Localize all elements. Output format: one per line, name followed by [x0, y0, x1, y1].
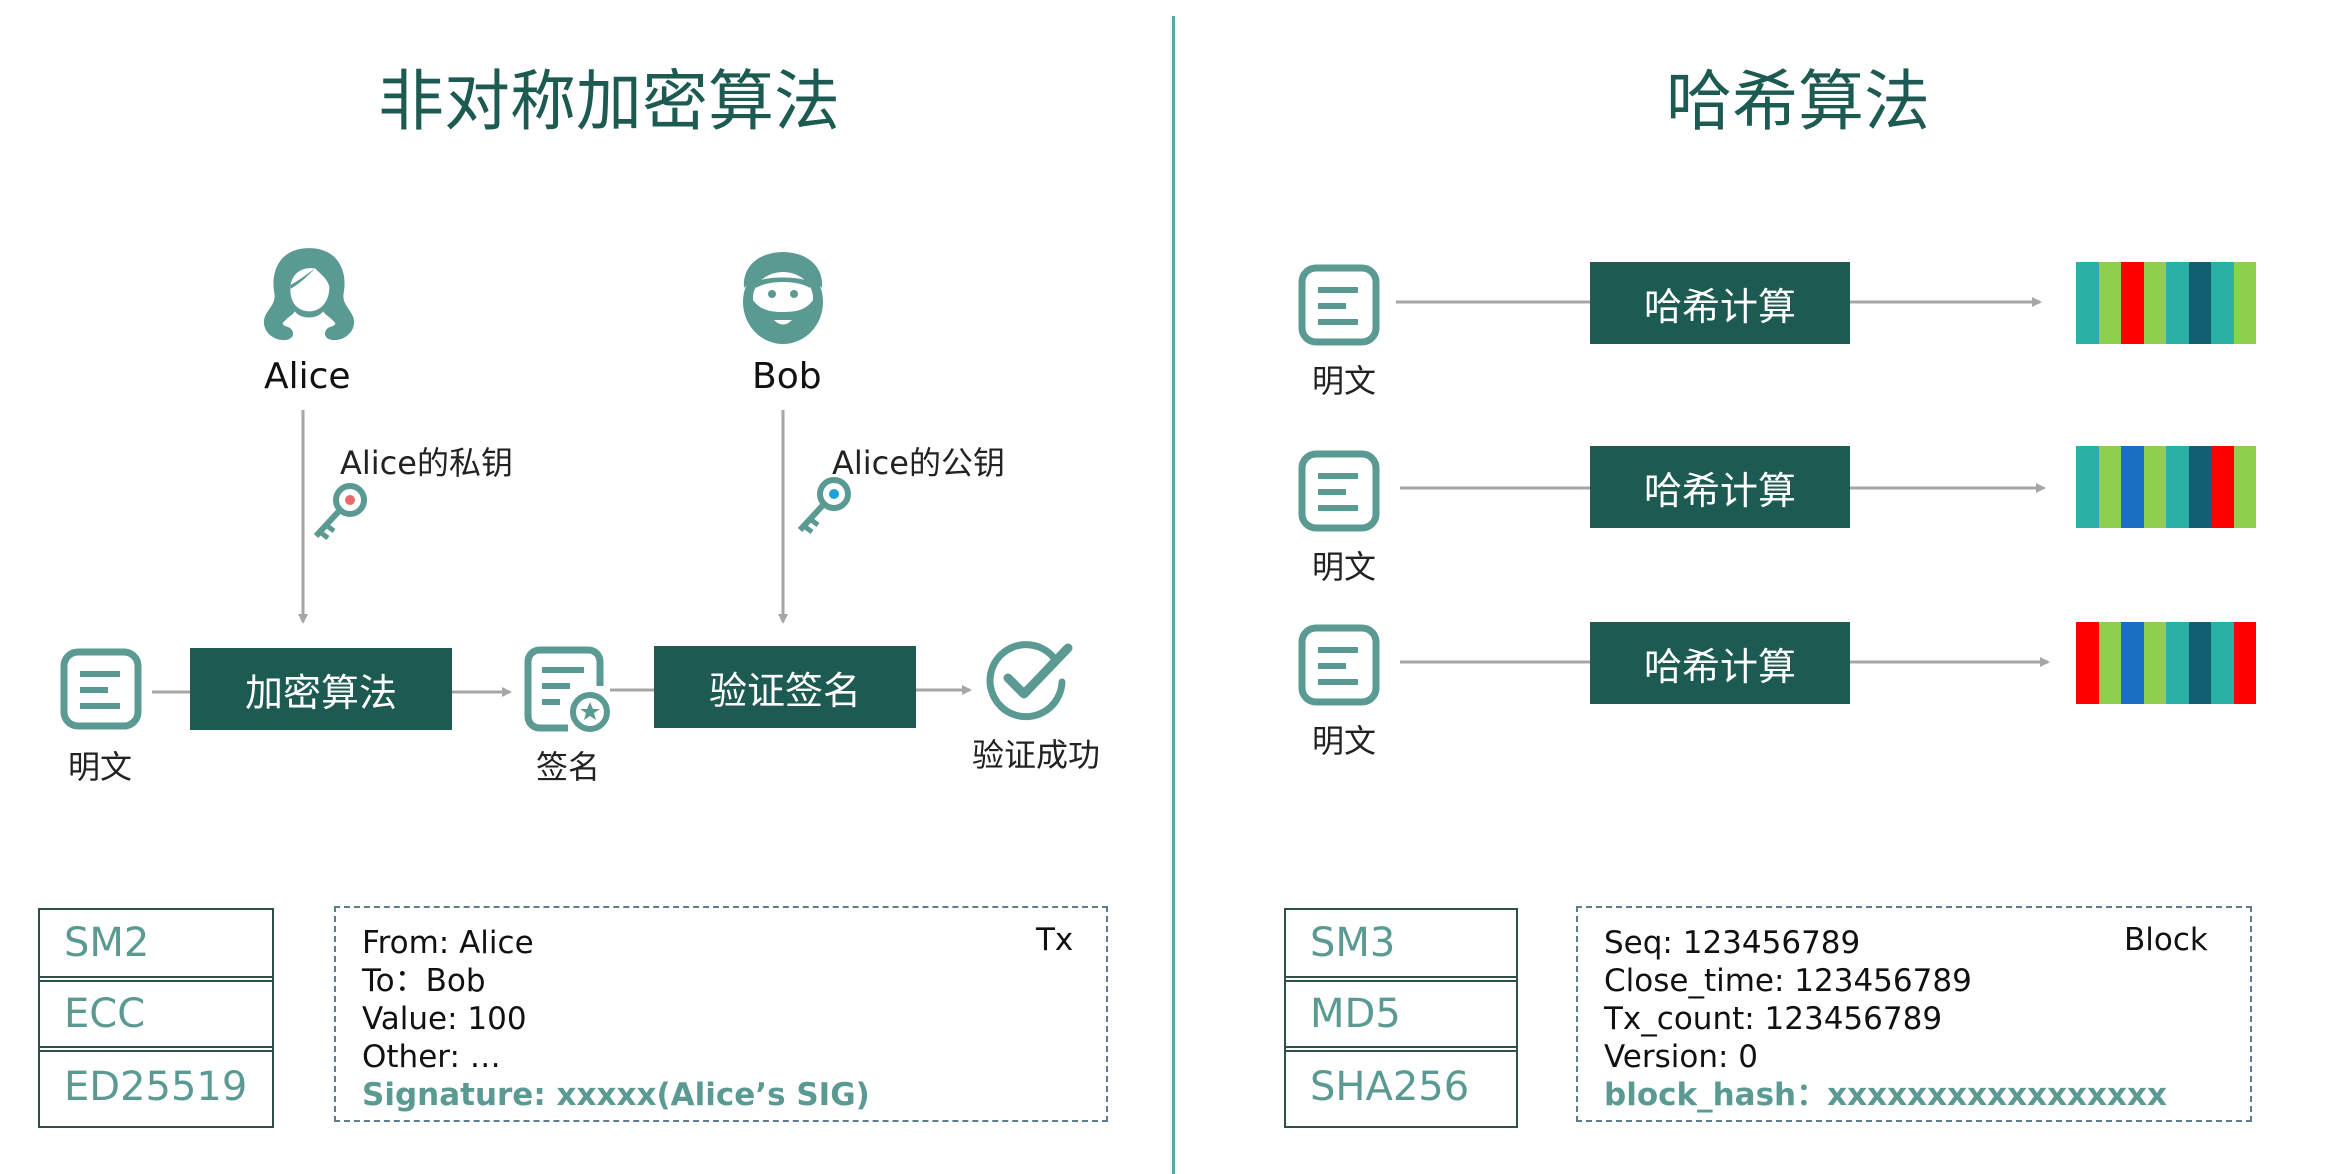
- hash-row3-digest-bar: [2076, 622, 2256, 704]
- hash-digest-stripe: [2166, 622, 2189, 704]
- signature-document-icon: [524, 646, 610, 732]
- hash-digest-stripe: [2211, 446, 2234, 528]
- hash-digest-stripe: [2143, 446, 2166, 528]
- hash-digest-stripe: [2121, 622, 2144, 704]
- block-tag: Block: [2124, 922, 2208, 958]
- hash-digest-stripe: [2121, 262, 2144, 344]
- signature-label: 签名: [536, 748, 601, 786]
- center-divider: [1172, 16, 1175, 1174]
- hash-title: 哈希算法: [1666, 63, 1930, 140]
- hash-digest-stripe: [2188, 446, 2211, 528]
- alice-name: Alice: [264, 356, 351, 397]
- verify-signature-box: 验证签名: [654, 646, 916, 728]
- hash-digest-stripe: [2076, 262, 2099, 344]
- hash-row1-compute-box: 哈希计算: [1590, 262, 1850, 344]
- bob-name: Bob: [752, 356, 822, 397]
- tx-tag: Tx: [1036, 922, 1074, 958]
- hash-row2-plaintext-label: 明文: [1312, 548, 1377, 586]
- bob-avatar-icon: [743, 252, 823, 344]
- public-key-label: Alice的公钥: [832, 444, 1005, 482]
- hash-row1-digest-bar: [2076, 262, 2256, 344]
- hash-row2-compute-box: 哈希计算: [1590, 446, 1850, 528]
- hash-digest-stripe: [2233, 622, 2256, 704]
- block-record-box: Block Seq: 123456789 Close_time: 1234567…: [1576, 906, 2252, 1122]
- tx-line-value: Value: 100: [362, 1001, 527, 1037]
- algorithm-sha256: SHA256: [1310, 1064, 1470, 1110]
- verify-success-label: 验证成功: [972, 736, 1101, 774]
- hash-digest-stripe: [2076, 446, 2099, 528]
- tx-line-from: From: Alice: [362, 925, 534, 961]
- hash-digest-stripe: [2098, 262, 2121, 344]
- algorithm-md5: MD5: [1286, 982, 1516, 1052]
- block-hash-line: block_hash：xxxxxxxxxxxxxxxxx: [1604, 1077, 2168, 1113]
- private-key-label: Alice的私钥: [340, 444, 513, 482]
- asymmetric-algorithm-list: SM2 ECC ED25519: [38, 908, 274, 1128]
- hash-digest-stripe: [2166, 446, 2189, 528]
- hash-digest-stripe: [2121, 446, 2144, 528]
- hash-digest-stripe: [2076, 622, 2099, 704]
- hash-digest-stripe: [2166, 262, 2189, 344]
- hash-digest-stripe: [2143, 262, 2166, 344]
- tx-record-box: Tx From: Alice To：Bob Value: 100 Other: …: [334, 906, 1108, 1122]
- hash-algorithm-list: SM3 MD5 SHA256: [1284, 908, 1518, 1128]
- hash-row3-compute-box: 哈希计算: [1590, 622, 1850, 704]
- block-line-version: Version: 0: [1604, 1039, 1759, 1075]
- hash-digest-stripe: [2211, 262, 2234, 344]
- hash-digest-stripe: [2211, 622, 2234, 704]
- tx-line-to: To：Bob: [362, 963, 486, 999]
- hash-digest-stripe: [2098, 446, 2121, 528]
- hash-digest-stripe: [2188, 622, 2211, 704]
- hash-digest-stripe: [2233, 446, 2256, 528]
- alice-avatar-icon: [263, 248, 355, 341]
- plaintext-document-icon: [60, 648, 142, 730]
- hash-row2-digest-bar: [2076, 446, 2256, 528]
- tx-line-other: Other: …: [362, 1039, 501, 1075]
- hash-row3-plaintext-icon: [1298, 624, 1380, 706]
- check-success-icon: [986, 641, 1073, 721]
- block-line-close-time: Close_time: 123456789: [1604, 963, 1972, 999]
- algorithm-ecc: ECC: [40, 982, 272, 1052]
- algorithm-sm2: SM2: [40, 910, 272, 982]
- hash-row1-plaintext-label: 明文: [1312, 362, 1377, 400]
- tx-signature-line: Signature: xxxxx(Alice’s SIG): [362, 1077, 870, 1113]
- hash-digest-stripe: [2233, 262, 2256, 344]
- plaintext-label: 明文: [68, 748, 133, 786]
- algorithm-sm3: SM3: [1286, 910, 1516, 982]
- asymmetric-title: 非对称加密算法: [378, 63, 840, 140]
- block-line-seq: Seq: 123456789: [1604, 925, 1861, 961]
- hash-row3-plaintext-label: 明文: [1312, 722, 1377, 760]
- hash-row2-plaintext-icon: [1298, 450, 1380, 532]
- hash-digest-stripe: [2188, 262, 2211, 344]
- hash-digest-stripe: [2098, 622, 2121, 704]
- encrypt-algorithm-box: 加密算法: [190, 648, 452, 730]
- public-key-icon: [797, 477, 851, 534]
- hash-row1-plaintext-icon: [1298, 264, 1380, 346]
- block-line-tx-count: Tx_count: 123456789: [1604, 1001, 1943, 1037]
- hash-digest-stripe: [2143, 622, 2166, 704]
- private-key-icon: [313, 483, 367, 540]
- algorithm-ed25519: ED25519: [64, 1064, 248, 1110]
